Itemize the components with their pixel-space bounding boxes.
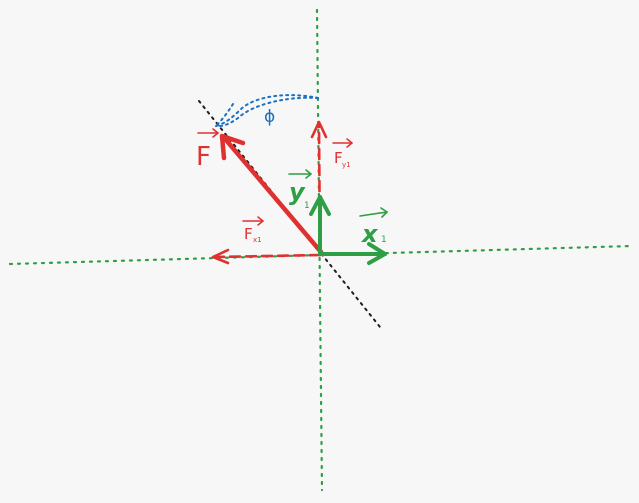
force-x-label-text: F [244,225,253,243]
force-x-component-arrow [211,248,322,265]
y1-label-text: y [289,178,306,206]
force-y-label-text: F [334,149,343,167]
force-label: F [196,128,219,172]
angle-phi-label: ϕ [264,107,275,127]
force-y-label: F y1 [332,138,353,169]
force-x-label-subscript: x1 [253,236,262,244]
force-y-label-subscript: y1 [342,161,351,169]
angle-phi-arc [215,94,319,128]
force-label-text: F [196,142,211,172]
force-x-label: F x1 [242,216,264,244]
x1-label-subscript: 1 [381,235,387,245]
x1-label-text: x [361,220,379,248]
x1-unit-arrow [319,242,387,265]
x1-label: x 1 [359,207,388,248]
y1-label: y 1 [288,169,312,211]
force-arrow [219,133,324,255]
y1-unit-arrow [309,195,331,256]
y1-label-subscript: 1 [304,201,310,211]
